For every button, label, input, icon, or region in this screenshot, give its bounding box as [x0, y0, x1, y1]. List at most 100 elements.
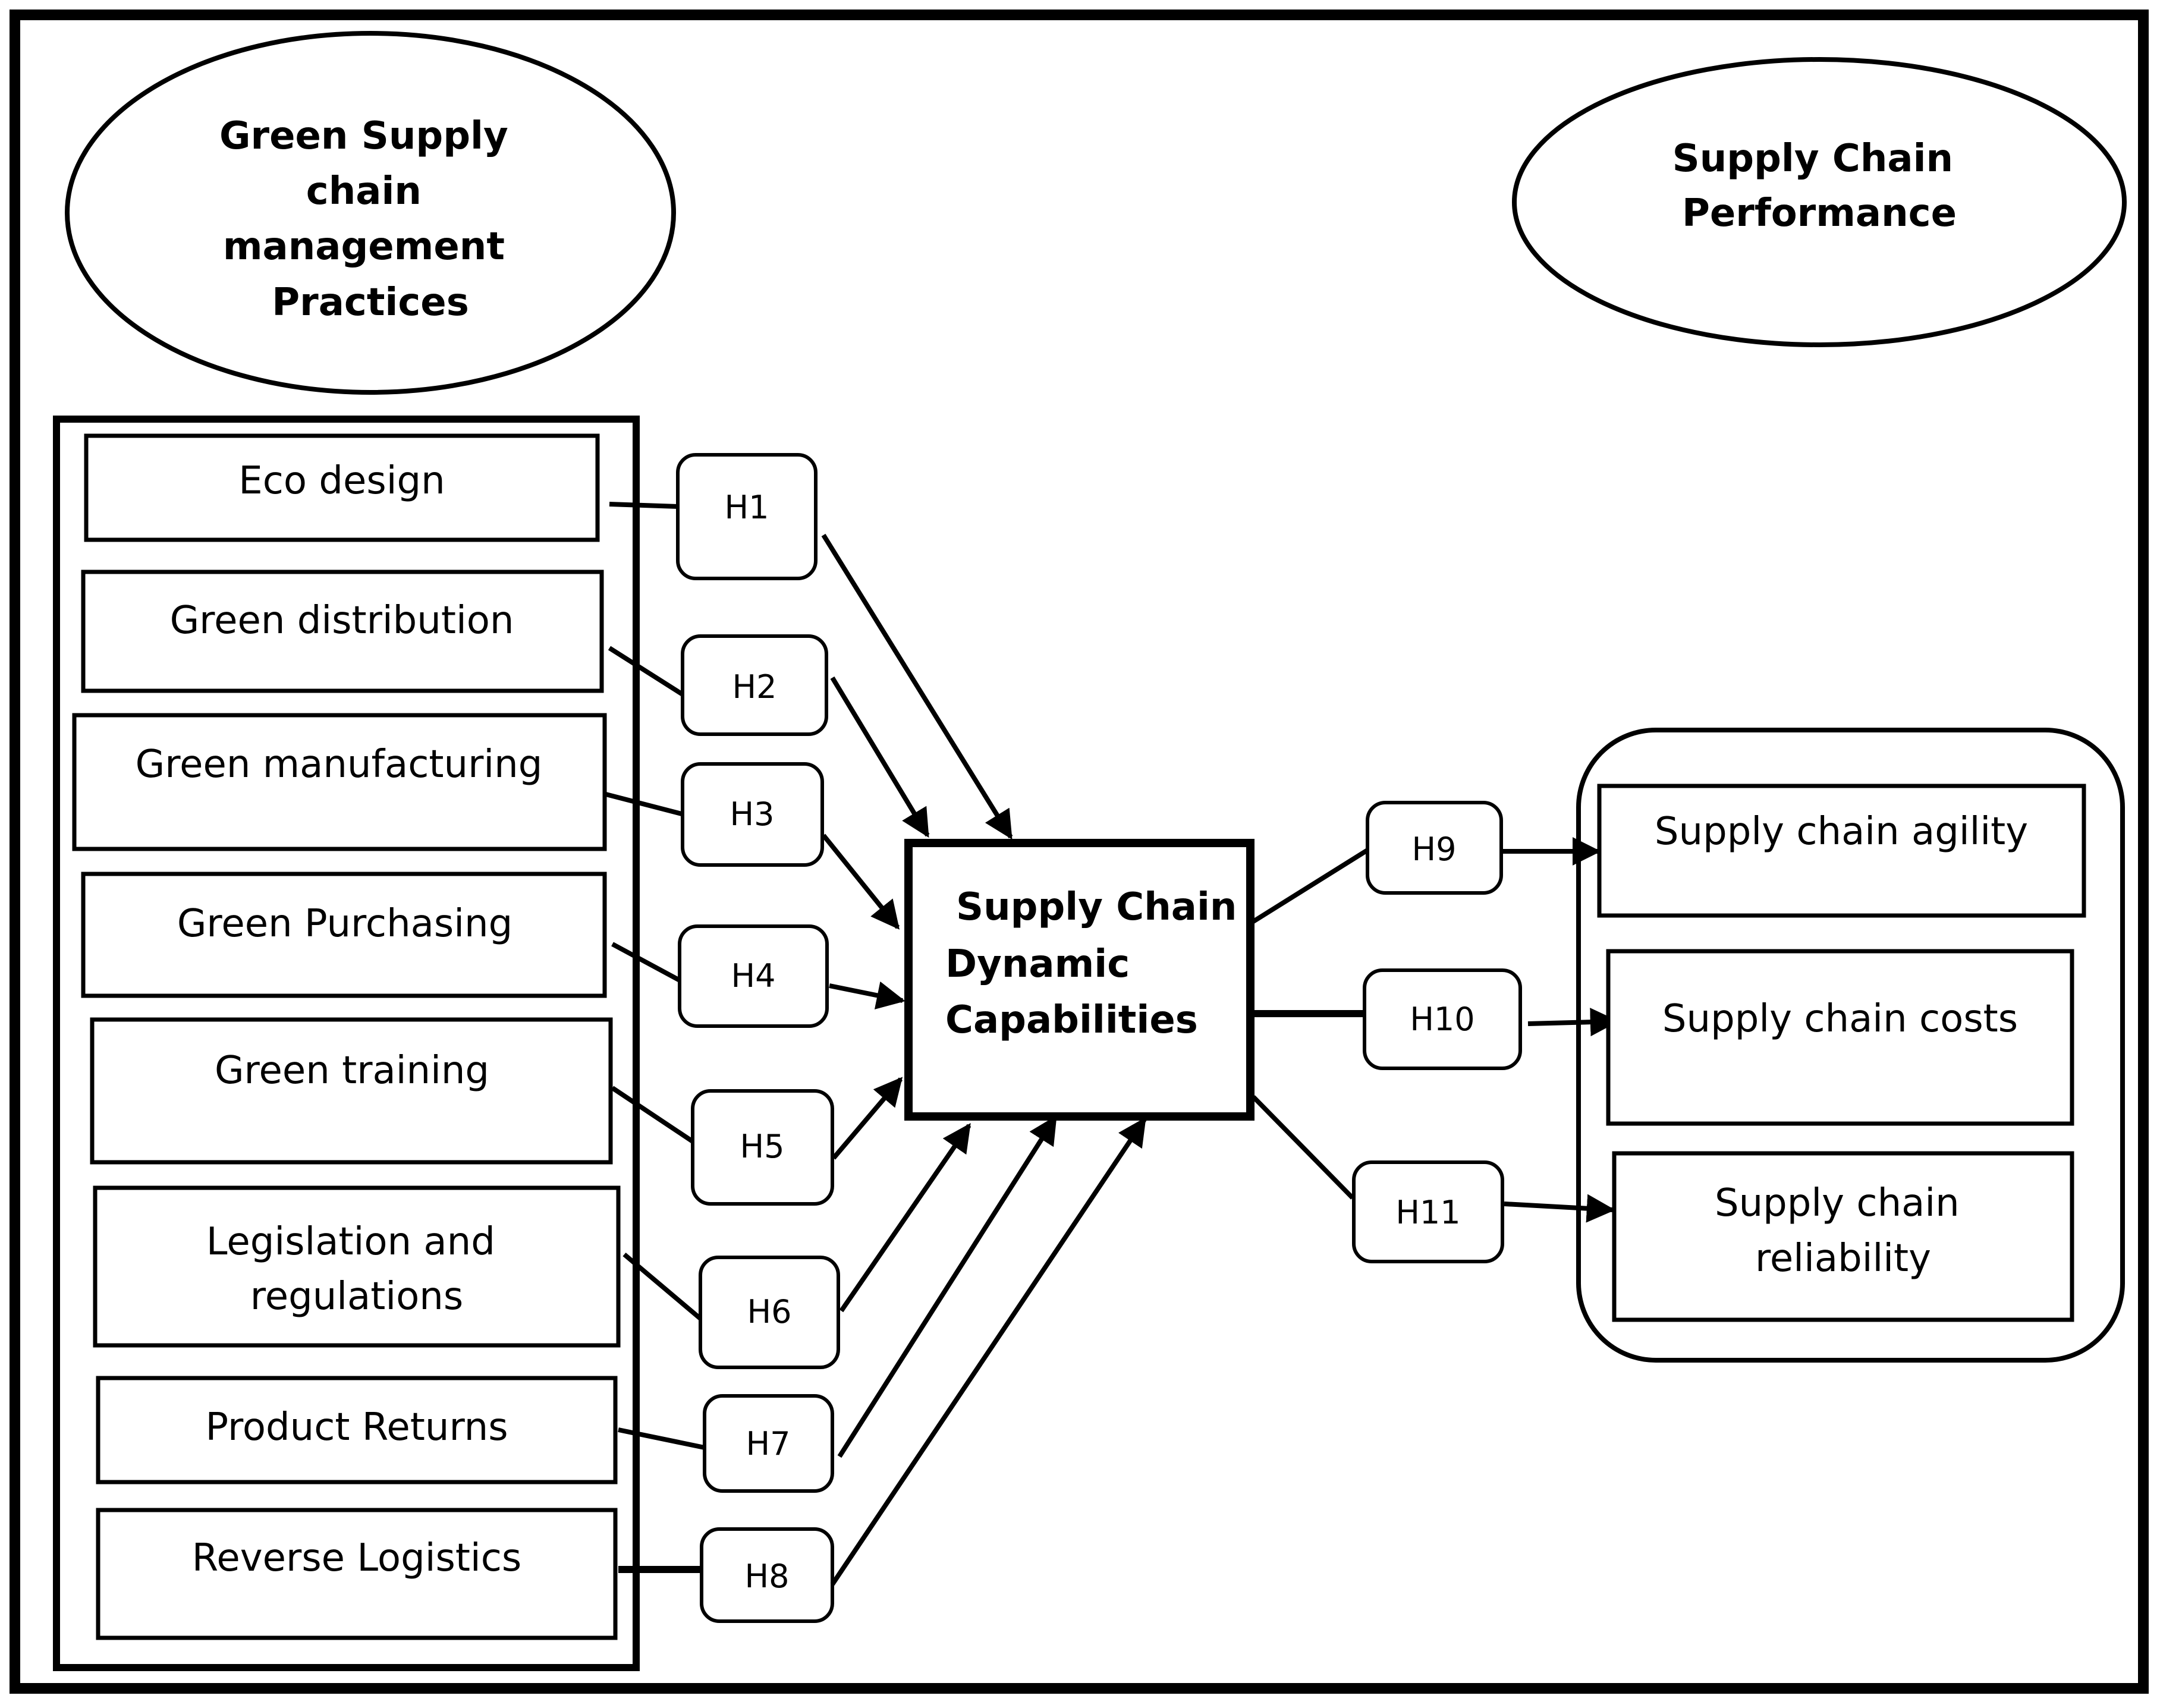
center-title-line: Dynamic: [945, 942, 1130, 986]
arrow-h11: [1504, 1194, 1615, 1223]
hypothesis-box-h1: H1: [676, 453, 818, 580]
svg-text:Reverse Logistics: Reverse Logistics: [192, 1536, 521, 1580]
scp-title-line: Supply Chain: [1672, 137, 1953, 181]
hypothesis-label: H11: [1395, 1194, 1460, 1231]
svg-text:Supply chain agility: Supply chain agility: [1655, 810, 2028, 854]
connector-line: [611, 942, 682, 983]
connector-line: [609, 502, 678, 509]
hypothesis-label: H6: [747, 1293, 792, 1330]
scp-title: Supply Chain Performance: [1672, 137, 1967, 235]
hypothesis-label: H7: [746, 1425, 791, 1462]
practice-label: Product Returns: [205, 1405, 508, 1449]
practice-label: Reverse Logistics: [192, 1536, 521, 1580]
svg-text:Product Returns: Product Returns: [205, 1405, 508, 1449]
arrow-h4: [829, 981, 905, 1009]
outcome-box-reliability: Supply chain reliability: [1612, 1151, 2074, 1322]
scp-header: Supply Chain Performance: [1512, 57, 2127, 347]
hypothesis-box-h4: H4: [678, 924, 829, 1028]
scp-ellipse: [1512, 57, 2127, 347]
connector-line: [622, 1252, 702, 1321]
gscm-header: Green Supply chain management Practices: [65, 31, 676, 395]
arrow-h2: [830, 676, 930, 838]
gscm-title: Green Supply chain management Practices: [219, 114, 521, 325]
connector-line: [608, 646, 684, 697]
center-connectors: [1252, 848, 1369, 1200]
hypothesis-box-h8: H8: [700, 1527, 834, 1623]
hypothesis-label: H10: [1410, 1001, 1474, 1038]
practice-label: Green manufacturing: [136, 743, 543, 787]
outer-frame: [10, 10, 2149, 1694]
gscm-title-line: management: [223, 225, 505, 269]
svg-text:Green manufacturing: Green manufacturing: [136, 743, 543, 787]
hypothesis-box-h11: H11: [1352, 1160, 1504, 1263]
center-title: Supply Chain Dynamic Capabilities: [945, 885, 1250, 1042]
practice-label: Green training: [215, 1049, 489, 1093]
gscm-title-line: Green Supply: [219, 114, 508, 158]
hypothesis-label: H2: [732, 668, 777, 706]
svg-text:Green distribution: Green distribution: [170, 599, 514, 643]
hypothesis-label: H4: [731, 957, 776, 995]
practice-label: regulations: [250, 1275, 463, 1319]
outcome-label: Supply chain: [1715, 1181, 1960, 1225]
hypothesis-label: H1: [725, 489, 769, 526]
arrow-h6: [839, 1123, 971, 1313]
practice-label: Eco design: [238, 459, 445, 503]
hypothesis-box-h3: H3: [681, 762, 824, 867]
gscm-ellipse: [65, 31, 676, 395]
scp-title-line: Performance: [1682, 191, 1957, 235]
connector-h11: [1252, 1095, 1354, 1200]
gscm-title-line: Practices: [272, 281, 469, 325]
practice-box-eco-design: Eco design: [84, 433, 600, 542]
hypothesis-box-h5: H5: [691, 1089, 834, 1206]
center-box-dynamic-capabilities: Supply Chain Dynamic Capabilities: [904, 839, 1255, 1121]
hypothesis-box-h10: H10: [1363, 968, 1522, 1070]
practice-label: Legislation and: [206, 1220, 495, 1264]
hypothesis-arrows-in: [821, 533, 1147, 1586]
hypothesis-label: H8: [745, 1558, 790, 1595]
hypothesis-label: H3: [730, 795, 775, 833]
practices-container: [53, 416, 640, 1671]
practice-box-reverse-logistics: Reverse Logistics: [96, 1508, 618, 1640]
outcome-box-agility: Supply chain agility: [1597, 784, 2086, 918]
connector-line: [611, 1086, 694, 1144]
arrow-h10: [1527, 1008, 1619, 1037]
svg-text:Green Purchasing: Green Purchasing: [177, 902, 513, 946]
svg-text:Legislation and regulati: Legislation and regulations: [206, 1220, 507, 1319]
practice-box-legislation: Legislation and regulations: [93, 1185, 621, 1348]
svg-text:Eco design: Eco design: [238, 459, 445, 503]
arrow-h8: [830, 1117, 1147, 1586]
hypothesis-box-h7: H7: [703, 1394, 834, 1493]
gscm-title-line: chain: [306, 169, 422, 213]
practice-connectors: [602, 502, 705, 1573]
practice-box-product-returns: Product Returns: [96, 1376, 618, 1484]
center-title-line: Capabilities: [945, 998, 1198, 1042]
outcome-label: Supply chain costs: [1662, 997, 2018, 1041]
outcome-label: reliability: [1755, 1237, 1931, 1281]
arrow-h7: [837, 1115, 1058, 1458]
outcome-label: Supply chain agility: [1655, 810, 2028, 854]
arrow-h5: [831, 1077, 903, 1160]
hypothesis-box-h2: H2: [681, 634, 828, 736]
svg-text:Green training: Green training: [215, 1049, 489, 1093]
practice-label: Green distribution: [170, 599, 514, 643]
center-title-line: Supply Chain: [956, 885, 1237, 929]
outcomes-container: [1576, 728, 2125, 1363]
connector-line: [602, 791, 690, 818]
practice-box-green-purchasing: Green Purchasing: [81, 872, 607, 998]
hypothesis-label: H5: [740, 1128, 785, 1165]
outcome-box-costs: Supply chain costs: [1606, 949, 2074, 1126]
svg-text:Supply chain reliability: Supply chain reliability: [1715, 1181, 1972, 1281]
connector-line: [618, 1427, 705, 1450]
practice-box-green-distribution: Green distribution: [81, 570, 604, 693]
connector-h9: [1252, 848, 1369, 924]
practice-box-green-manufacturing: Green manufacturing: [72, 713, 607, 851]
practice-label: Green Purchasing: [177, 902, 513, 946]
svg-text:Supply chain costs: Supply chain costs: [1662, 997, 2018, 1041]
practice-box-green-training: Green training: [90, 1017, 613, 1165]
arrow-h1: [821, 533, 1013, 840]
arrow-h3: [821, 833, 900, 930]
hypothesis-arrows-out: [1502, 837, 1619, 1223]
hypothesis-label: H9: [1412, 831, 1457, 868]
hypothesis-box-h9: H9: [1366, 801, 1503, 895]
